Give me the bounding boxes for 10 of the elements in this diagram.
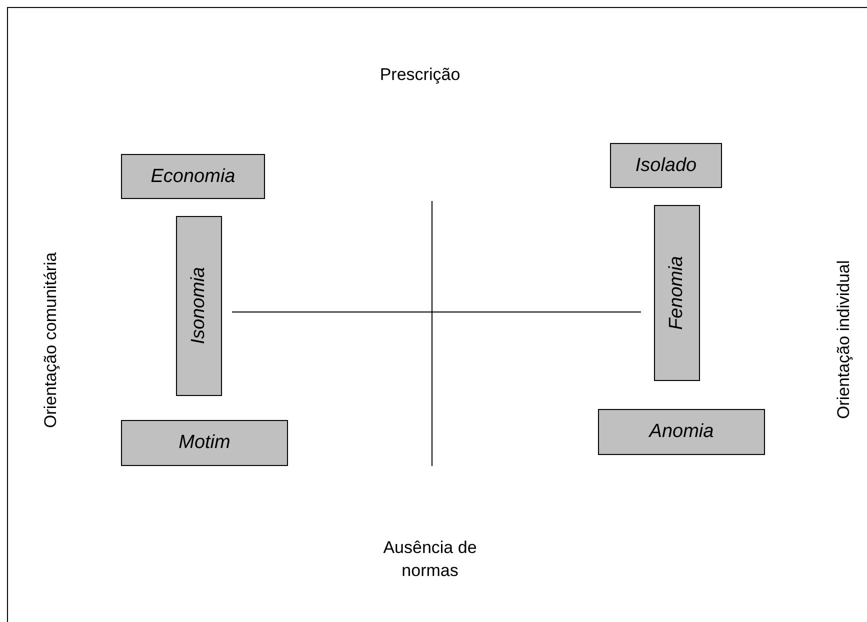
quadrant-box: Economia	[121, 154, 265, 199]
quadrant-box: Isolado	[610, 143, 722, 188]
quadrant-box: Fenomia	[654, 205, 700, 381]
quadrant-box: Anomia	[598, 409, 765, 455]
quadrant-box: Isonomia	[176, 216, 222, 396]
quadrant-box: Motim	[121, 420, 288, 466]
axis-label: Ausência de normas	[382, 537, 478, 582]
axis-label: Orientação individual	[833, 260, 854, 422]
axis-label: Orientação comunitária	[40, 251, 61, 430]
axis-label: Prescrição	[378, 64, 462, 86]
